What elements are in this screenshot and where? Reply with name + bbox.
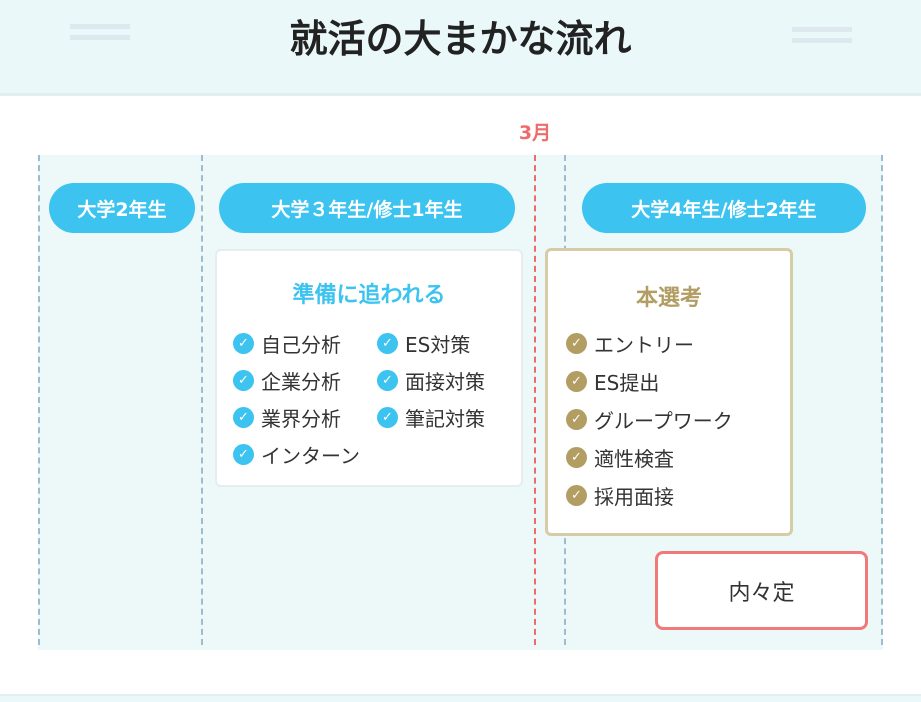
checklist-item: ✓ 筆記対策 — [377, 403, 485, 432]
footer-band — [0, 694, 921, 702]
selection-card: 本選考 ✓ エントリー ✓ ES提出 ✓ グループワーク ✓ 適性検査 ✓ 採用面接 — [545, 248, 793, 536]
check-circle-icon: ✓ — [233, 407, 254, 428]
divider-line — [201, 155, 203, 645]
checklist-item-label: エントリー — [594, 333, 694, 357]
period-pill-year4: 大学4年生/修士2年生 — [582, 183, 866, 233]
page-title: 就活の大まかな流れ — [289, 17, 632, 61]
march-divider-line — [534, 155, 536, 645]
checklist-item-label: 業界分析 — [261, 407, 341, 431]
checklist-item-label: 面接対策 — [405, 370, 485, 394]
check-circle-icon: ✓ — [377, 370, 398, 391]
checklist-item-label: 適性検査 — [594, 447, 674, 471]
checklist-item-label: グループワーク — [594, 409, 733, 433]
period-pill-year3: 大学３年生/修士1年生 — [219, 183, 515, 233]
check-circle-icon: ✓ — [566, 485, 587, 506]
march-marker-label: 3月 — [518, 122, 552, 144]
checklist-item-label: 自己分析 — [261, 333, 341, 357]
preparation-title: 準備に追われる — [292, 283, 446, 308]
checklist-item: ✓ エントリー — [566, 329, 694, 358]
checklist-item-label: ES対策 — [405, 333, 471, 357]
checklist-item: ✓ 企業分析 — [233, 366, 341, 395]
decoration-line — [792, 27, 852, 32]
checklist-item: ✓ 採用面接 — [566, 481, 674, 510]
check-circle-icon: ✓ — [566, 371, 587, 392]
check-circle-icon: ✓ — [566, 447, 587, 468]
checklist-item: ✓ 面接対策 — [377, 366, 485, 395]
check-circle-icon: ✓ — [233, 370, 254, 391]
divider-line — [881, 155, 883, 645]
checklist-item-label: 採用面接 — [594, 485, 674, 509]
period-pill-year2: 大学2年生 — [49, 183, 195, 233]
check-circle-icon: ✓ — [377, 333, 398, 354]
checklist-item: ✓ インターン — [233, 440, 360, 469]
checklist-item: ✓ 業界分析 — [233, 403, 341, 432]
decoration-line — [70, 35, 130, 40]
checklist-item: ✓ 適性検査 — [566, 443, 674, 472]
checklist-item: ✓ グループワーク — [566, 405, 733, 434]
checklist-item-label: 筆記対策 — [405, 407, 485, 431]
checklist-item-label: インターン — [261, 444, 360, 468]
checklist-item: ✓ ES提出 — [566, 367, 659, 396]
check-circle-icon: ✓ — [566, 409, 587, 430]
check-circle-icon: ✓ — [377, 407, 398, 428]
checklist-item-label: 企業分析 — [261, 370, 341, 394]
checklist-item: ✓ 自己分析 — [233, 329, 341, 358]
check-circle-icon: ✓ — [233, 444, 254, 465]
offer-box: 内々定 — [655, 551, 868, 630]
check-circle-icon: ✓ — [233, 333, 254, 354]
header — [0, 0, 921, 96]
preparation-card: 準備に追われる ✓ 自己分析 ✓ ES対策 ✓ 企業分析 ✓ 面接対策 ✓ 業界分析 ✓ 筆記対策 ✓ イ… — [215, 249, 523, 487]
divider-line — [38, 155, 40, 645]
check-circle-icon: ✓ — [566, 333, 587, 354]
checklist-item-label: ES提出 — [594, 371, 660, 395]
selection-title: 本選考 — [635, 286, 702, 311]
checklist-item: ✓ ES対策 — [377, 329, 470, 358]
decoration-line — [70, 24, 130, 29]
decoration-line — [792, 38, 852, 43]
